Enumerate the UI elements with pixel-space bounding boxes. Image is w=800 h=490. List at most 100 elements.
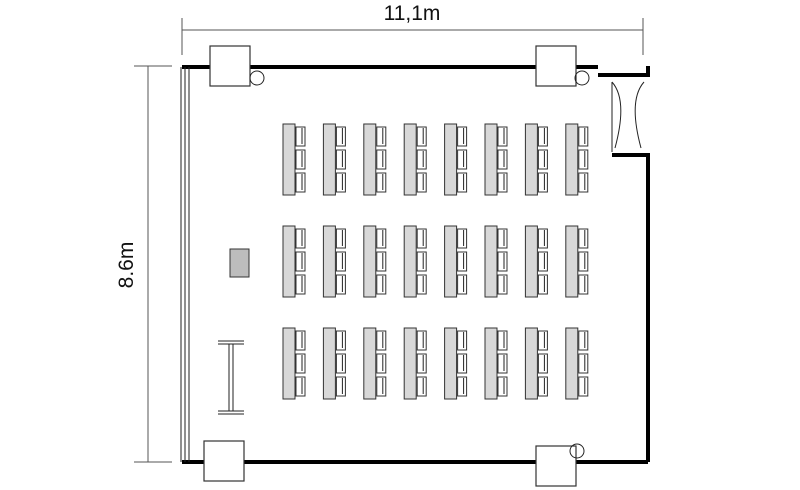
chair <box>537 376 548 397</box>
desk-unit <box>282 327 306 400</box>
desk-unit <box>444 225 468 298</box>
desk-unit <box>484 123 508 196</box>
chair <box>578 149 589 170</box>
chair <box>457 228 468 249</box>
desk <box>565 123 579 196</box>
chair <box>497 353 508 374</box>
projector-screen <box>218 340 244 415</box>
chair <box>416 172 427 193</box>
chair <box>457 353 468 374</box>
pillar-bottom-left <box>203 440 245 482</box>
chair <box>457 330 468 351</box>
desk-unit <box>363 123 387 196</box>
chair <box>335 251 346 272</box>
height-dimension: 8.6m <box>115 65 172 463</box>
chair <box>578 251 589 272</box>
chair <box>335 228 346 249</box>
chair <box>295 251 306 272</box>
desk <box>484 327 498 400</box>
desk <box>565 225 579 298</box>
desk <box>444 327 458 400</box>
chair <box>376 330 387 351</box>
chair <box>537 126 548 147</box>
desk <box>524 123 538 196</box>
chair <box>537 274 548 295</box>
chair <box>578 353 589 374</box>
chair <box>416 274 427 295</box>
chair <box>578 228 589 249</box>
chair <box>537 172 548 193</box>
desk-unit <box>565 225 589 298</box>
width-label: 11,1m <box>384 2 441 25</box>
width-dimension: 11,1m <box>181 2 644 55</box>
chair <box>578 376 589 397</box>
chair <box>457 149 468 170</box>
lectern <box>229 248 250 278</box>
chair <box>497 149 508 170</box>
desk-unit <box>403 225 427 298</box>
chair <box>335 353 346 374</box>
chair <box>416 376 427 397</box>
desk-unit <box>363 327 387 400</box>
chair <box>416 330 427 351</box>
chair <box>295 172 306 193</box>
chair <box>376 376 387 397</box>
chair <box>578 172 589 193</box>
desk <box>524 327 538 400</box>
chair <box>376 228 387 249</box>
chair <box>376 274 387 295</box>
chair <box>457 376 468 397</box>
chair <box>295 353 306 374</box>
chair <box>497 251 508 272</box>
height-label: 8.6m <box>115 242 138 289</box>
chair <box>416 126 427 147</box>
desk-unit <box>524 327 548 400</box>
outlet-icon <box>249 70 265 86</box>
chair <box>295 149 306 170</box>
chair <box>335 274 346 295</box>
desk-unit <box>565 123 589 196</box>
desk-unit <box>403 327 427 400</box>
chair <box>497 274 508 295</box>
pillar-bottom-right <box>535 445 577 487</box>
desk <box>484 225 498 298</box>
desk <box>403 123 417 196</box>
desk <box>363 225 377 298</box>
desk <box>282 327 296 400</box>
desk-unit <box>444 123 468 196</box>
desk-unit <box>444 327 468 400</box>
desk-unit <box>484 327 508 400</box>
desk-unit <box>322 123 346 196</box>
chair <box>376 353 387 374</box>
chair <box>578 126 589 147</box>
desk-unit <box>484 225 508 298</box>
desk-unit <box>565 327 589 400</box>
pillar-top-left <box>209 45 251 87</box>
outlet-icon <box>569 443 585 459</box>
chair <box>457 126 468 147</box>
desk <box>282 225 296 298</box>
chair <box>578 330 589 351</box>
desk <box>363 123 377 196</box>
desk <box>524 225 538 298</box>
desk-unit <box>524 123 548 196</box>
desk-unit <box>322 225 346 298</box>
chair <box>335 126 346 147</box>
pillar-top-right <box>535 45 577 87</box>
desk <box>565 327 579 400</box>
desk <box>403 327 417 400</box>
desk <box>322 327 336 400</box>
desk-unit <box>322 327 346 400</box>
chair <box>295 274 306 295</box>
chair <box>295 126 306 147</box>
desk-unit <box>282 225 306 298</box>
chair <box>335 330 346 351</box>
chair <box>537 228 548 249</box>
chair <box>457 251 468 272</box>
outlet-icon <box>574 70 590 86</box>
chair <box>295 228 306 249</box>
pillars <box>203 45 590 487</box>
chair <box>537 330 548 351</box>
chair <box>457 172 468 193</box>
